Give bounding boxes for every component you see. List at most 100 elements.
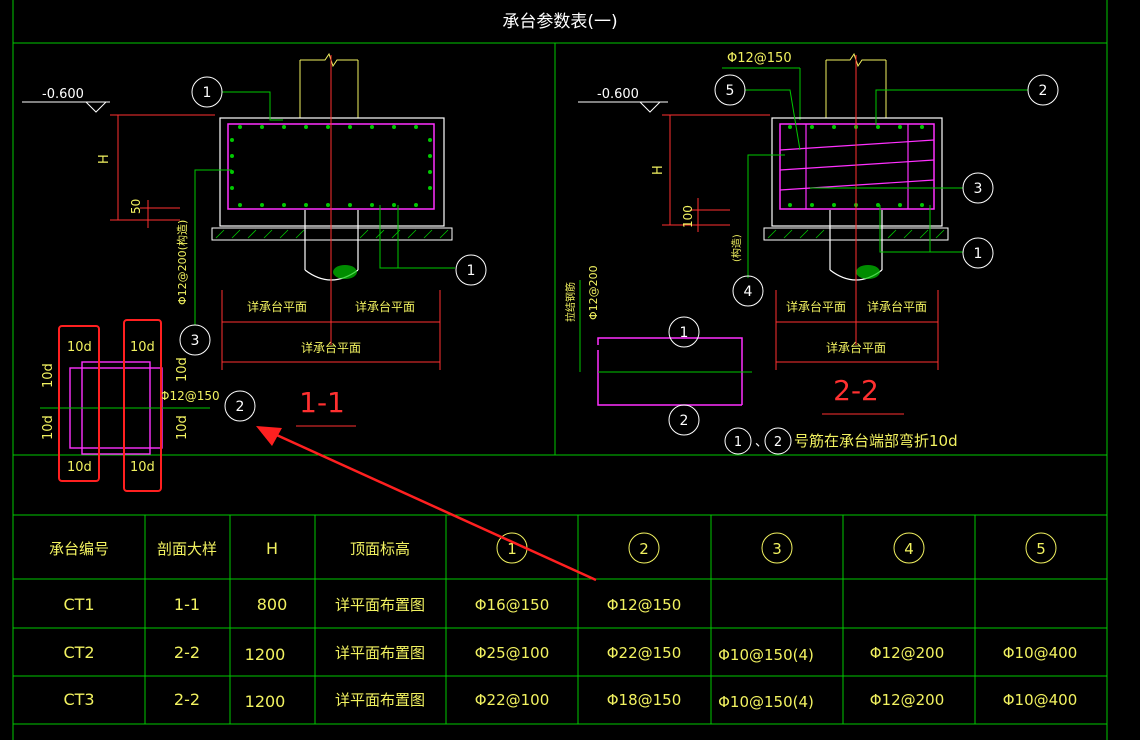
table-cell: Φ18@150 xyxy=(607,691,682,709)
table-cell: 1200 xyxy=(245,645,286,664)
detail-bar-note: Φ12@150 xyxy=(160,389,220,403)
tie-callouts xyxy=(668,316,700,436)
parameter-table xyxy=(13,514,1107,725)
width-label-total-2: 详承台平面 xyxy=(826,340,886,355)
callout-1-b: 1 xyxy=(974,246,983,262)
table-cell: 详平面布置图 xyxy=(335,691,425,709)
vertical-bar-note: Φ12@200(构造) xyxy=(175,220,189,305)
table-header-row: 承台编号 剖面大样 H 顶面标高 1 2 3 4 5 xyxy=(49,539,1046,558)
table-cell: 详平面布置图 xyxy=(335,596,425,614)
bending-note: 1 、 2 号筋在承台端部弯折10d xyxy=(724,427,958,455)
rebar-ties-2 xyxy=(779,124,935,209)
callout-2: 2 xyxy=(236,399,245,415)
table-row-ct3: CT3 2-2 1200 详平面布置图 Φ22@100 Φ18@150 Φ10@… xyxy=(63,690,1077,711)
sheet-title: 承台参数表(一) xyxy=(502,12,617,32)
table-cell: Φ12@200 xyxy=(870,644,945,662)
table-cell: Φ10@400 xyxy=(1003,691,1078,709)
pile-hatch-2 xyxy=(856,265,880,279)
th-section: 剖面大样 xyxy=(157,540,217,558)
detail-10d-top-right: 10d xyxy=(130,340,155,355)
dim-h-label-2: H xyxy=(651,165,666,175)
width-label-total: 详承台平面 xyxy=(301,340,361,355)
table-cell: Φ10@150(4) xyxy=(718,693,814,711)
width-label-left-2: 详承台平面 xyxy=(786,299,846,314)
pile-cap-outline-2 xyxy=(771,117,943,227)
width-dimensions xyxy=(221,290,441,370)
callout-1-bottom: 1 xyxy=(467,263,476,279)
tie-callout-2: 2 xyxy=(680,413,689,429)
callout-leaders xyxy=(194,91,455,325)
table-cell: Φ10@400 xyxy=(1003,644,1078,662)
h-dimension xyxy=(110,114,215,228)
th-bar-1: 1 xyxy=(507,540,517,558)
callout-3: 3 xyxy=(191,333,200,349)
detail-10d-right-upper: 10d xyxy=(175,357,190,382)
section-title-2: 2-2 xyxy=(833,374,879,407)
bending-note-sep: 、 xyxy=(755,435,768,450)
bending-note-text: 号筋在承台端部弯折10d xyxy=(794,432,958,450)
section-title: 1-1 xyxy=(299,386,345,419)
rebar-dots xyxy=(230,125,432,207)
bedding-hatch-2 xyxy=(767,229,945,239)
tie-side-note-2: Φ12@200 xyxy=(587,265,600,320)
h-dimension-2 xyxy=(662,114,770,232)
th-bar-4: 4 xyxy=(904,540,914,558)
rebar-cage-2 xyxy=(779,123,935,210)
elevation-label-2: -0.600 xyxy=(597,87,639,102)
plan-detail: Φ12@150 10d 10d 10d 10d 10d 10d 10d 10d xyxy=(40,319,220,492)
dim-100-label: 100 xyxy=(681,205,695,228)
bending-note-c1: 1 xyxy=(734,435,742,450)
detail-10d-left-upper: 10d xyxy=(41,363,56,388)
callout-2-top: 2 xyxy=(1039,83,1048,99)
table-cell: Φ22@150 xyxy=(607,644,682,662)
th-bar-3: 3 xyxy=(772,540,782,558)
table-cell: Φ25@100 xyxy=(475,644,550,662)
table-cell: CT2 xyxy=(63,643,94,662)
elevation-label: -0.600 xyxy=(42,87,84,102)
table-row-ct1: CT1 1-1 800 详平面布置图 Φ16@150 Φ12@150 xyxy=(63,595,681,614)
table-cell: 800 xyxy=(257,595,288,614)
detail-10d-top-left: 10d xyxy=(67,340,92,355)
table-cell: Φ10@150(4) xyxy=(718,646,814,664)
top-bar-note: Φ12@150 xyxy=(727,51,792,66)
th-h: H xyxy=(266,539,278,558)
width-label-right-2: 详承台平面 xyxy=(867,299,927,314)
table-cell: 1200 xyxy=(245,692,286,711)
callout-1-top: 1 xyxy=(203,85,212,101)
annotation-arrow xyxy=(256,426,597,582)
width-label-left: 详承台平面 xyxy=(247,299,307,314)
callout-4: 4 xyxy=(744,284,753,300)
th-bar-2: 2 xyxy=(639,540,649,558)
bedding-layer xyxy=(211,227,453,241)
width-label-right: 详承台平面 xyxy=(355,299,415,314)
callouts-2 xyxy=(714,74,1059,307)
table-cell: Φ22@100 xyxy=(475,691,550,709)
callout-5: 5 xyxy=(726,83,735,99)
table-cell: CT1 xyxy=(63,595,94,614)
bending-note-c2: 2 xyxy=(774,435,782,450)
dim-h-label: H xyxy=(97,154,112,164)
bar4-note: (构造) xyxy=(730,234,743,262)
section-2-2: Φ12@150 -0.600 H 100 xyxy=(564,51,1059,455)
table-cell: Φ12@200 xyxy=(870,691,945,709)
th-top-elev: 顶面标高 xyxy=(350,540,410,558)
elevation-marker-2: -0.600 xyxy=(578,87,668,113)
highlight-box-right xyxy=(123,319,162,492)
column xyxy=(299,52,359,118)
bedding-hatch xyxy=(215,229,449,239)
elevation-marker: -0.600 xyxy=(22,87,110,113)
table-cell: Φ16@150 xyxy=(475,596,550,614)
table-row-ct2: CT2 2-2 1200 详平面布置图 Φ25@100 Φ22@150 Φ10@… xyxy=(63,643,1077,664)
table-cell: 1-1 xyxy=(174,595,200,614)
section-1-1: -0.600 H 50 xyxy=(22,52,487,427)
th-bar-5: 5 xyxy=(1036,540,1046,558)
detail-10d-bottom-right: 10d xyxy=(130,460,155,475)
callout-3-b: 3 xyxy=(974,181,983,197)
detail-10d-left-lower: 10d xyxy=(41,415,56,440)
tie-side-note: 拉结钢筋 xyxy=(564,282,577,322)
table-cell: 2-2 xyxy=(174,643,200,662)
table-cell: 详平面布置图 xyxy=(335,644,425,662)
tie-callout-1: 1 xyxy=(680,325,689,341)
table-cell: Φ12@150 xyxy=(607,596,682,614)
